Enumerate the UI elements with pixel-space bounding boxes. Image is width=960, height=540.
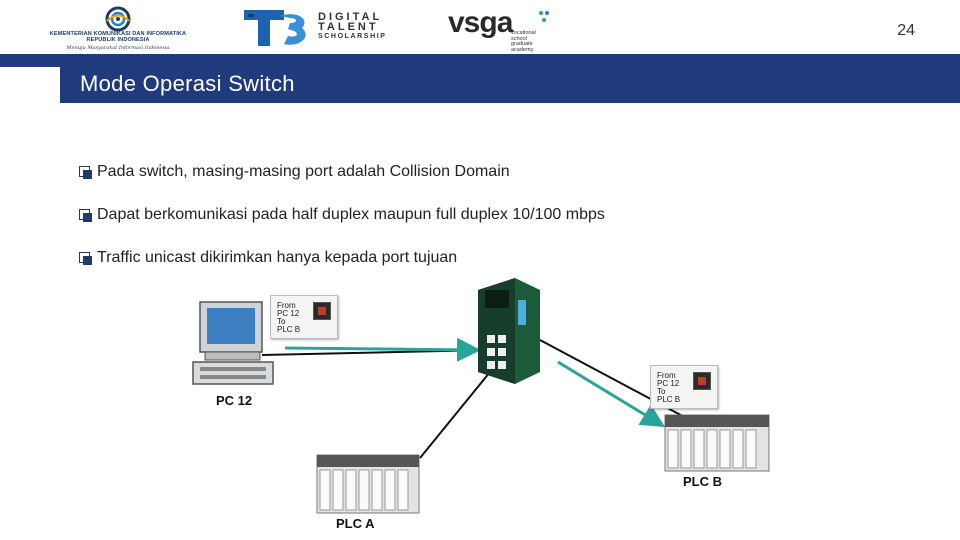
plc-a-icon	[316, 454, 420, 514]
slide-title: Mode Operasi Switch	[80, 71, 295, 96]
plc-b-icon	[664, 414, 770, 472]
checkbox-bullet-icon	[79, 252, 92, 265]
bullet-text: Dapat berkomunikasi pada half duplex mau…	[97, 206, 605, 223]
packet-from-label: From	[657, 371, 676, 380]
vsga-line1: vocational	[511, 30, 536, 36]
packet-note-1: From PC 12 To PLC B	[270, 295, 338, 339]
header-left-strip	[0, 54, 60, 67]
list-item: Traffic unicast dikirimkan hanya kepada …	[79, 249, 605, 266]
vsga-line3: graduate	[511, 41, 533, 48]
packet-from-value: PC 12	[657, 379, 680, 388]
kominfo-emblem-icon	[105, 6, 131, 32]
checkbox-bullet-icon	[79, 166, 92, 179]
dts-emblem-icon	[244, 10, 306, 46]
traffic-arrow-to-plc-b	[557, 360, 666, 428]
checkbox-bullet-icon	[79, 209, 92, 222]
vsga-line2: school	[511, 35, 527, 42]
bullet-text: Traffic unicast dikirimkan hanya kepada …	[97, 249, 458, 266]
traffic-arrow-to-switch	[284, 337, 481, 362]
vsga-logo: vsga vocational school graduate academy	[448, 6, 558, 52]
packet-to-value: PLC B	[657, 395, 681, 404]
packet-to-label: To	[657, 387, 666, 396]
network-switch-icon	[478, 278, 540, 384]
list-item: Dapat berkomunikasi pada half duplex mau…	[79, 206, 605, 223]
packet-chip-icon	[693, 372, 711, 390]
kominfo-tagline: Menuju Masyarakat Informasi Indonesia	[66, 45, 170, 51]
packet-from-value: PC 12	[277, 309, 300, 318]
dts-line3: SCHOLARSHIP	[318, 33, 387, 40]
plc-b-label: PLC B	[683, 474, 722, 489]
vsga-dots-icon	[539, 11, 549, 22]
packet-note-2: From PC 12 To PLC B	[650, 365, 718, 409]
header-bar	[60, 54, 960, 103]
dts-line1: DIGITAL	[318, 11, 383, 23]
pc-label: PC 12	[216, 393, 253, 408]
kominfo-name: KEMENTERIAN KOMUNIKASI DAN INFORMATIKA	[49, 31, 187, 37]
list-item: Pada switch, masing-masing port adalah C…	[79, 163, 605, 180]
dts-line2: TALENT	[318, 21, 379, 33]
network-diagram	[192, 278, 770, 514]
packet-to-value: PLC B	[277, 325, 301, 334]
dts-logo: DIGITAL TALENT SCHOLARSHIP	[240, 6, 410, 52]
pc-computer-icon	[192, 301, 274, 385]
page-number: 24	[897, 22, 915, 39]
packet-from-label: From	[277, 301, 296, 310]
kominfo-logo: KEMENTERIAN KOMUNIKASI DAN INFORMATIKA R…	[38, 5, 198, 53]
plc-a-label: PLC A	[336, 516, 375, 531]
packet-chip-icon	[313, 302, 331, 320]
vsga-line4: academy	[511, 46, 534, 53]
bullet-text: Pada switch, masing-masing port adalah C…	[97, 163, 510, 180]
link-switch-plc-a	[419, 371, 491, 459]
vsga-word: vsga	[448, 6, 513, 39]
bullet-list: Pada switch, masing-masing port adalah C…	[79, 163, 605, 292]
kominfo-country: REPUBLIK INDONESIA	[86, 37, 150, 43]
packet-to-label: To	[277, 317, 286, 326]
